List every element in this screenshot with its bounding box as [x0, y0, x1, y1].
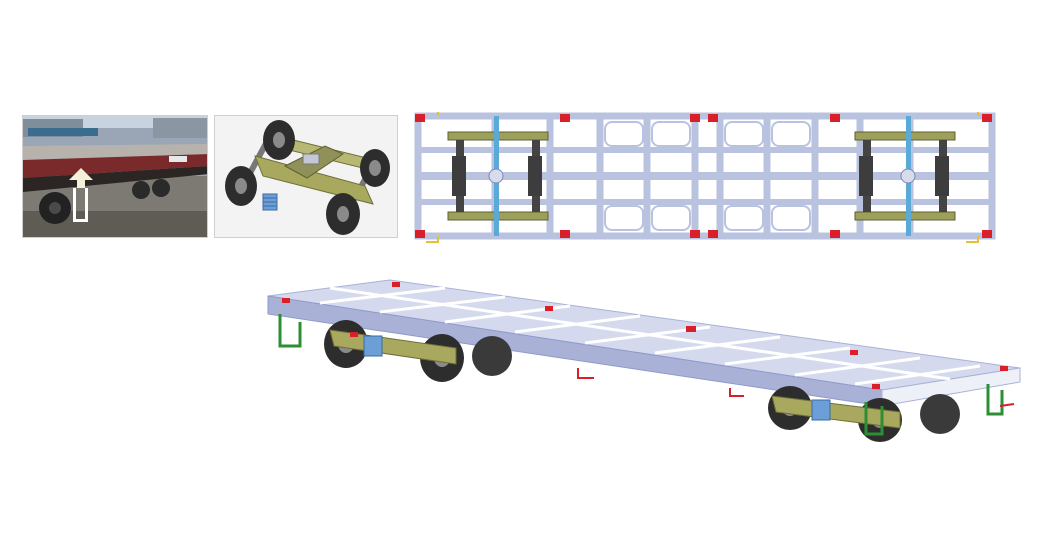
handle-icon	[986, 384, 1004, 416]
photo-car-deck	[23, 144, 207, 160]
photo-wheel	[132, 181, 150, 199]
side-frame	[854, 211, 956, 221]
photo-building	[153, 118, 207, 138]
center-plate	[900, 168, 916, 184]
wheel-hub	[369, 160, 381, 176]
center-plate	[488, 168, 504, 184]
handle-icon	[864, 402, 884, 436]
bogie-model-panel	[214, 115, 398, 238]
center-plate	[302, 153, 320, 165]
wheel-hub	[273, 132, 285, 148]
photo-car-side	[23, 154, 207, 178]
flatcar-3d-panel	[260, 272, 1030, 462]
photo-handle	[73, 219, 88, 222]
spring-icon	[811, 399, 831, 421]
underframe-plan	[414, 112, 996, 243]
deck-red-markers	[282, 282, 1008, 389]
side-frame	[854, 131, 956, 141]
railcar-photo-panel	[22, 115, 208, 238]
wheelset	[859, 156, 873, 196]
flatcar-3d-model	[267, 279, 1021, 442]
wheel	[920, 394, 960, 434]
photo-arrow-icon	[69, 168, 93, 188]
deck-longitudinal	[329, 286, 951, 381]
spring-icon	[363, 335, 383, 357]
wheel-hub	[337, 206, 349, 222]
green-handles	[278, 314, 1004, 436]
photo-handle	[73, 188, 76, 222]
photo-handle	[85, 188, 88, 222]
bogie-plan-left	[447, 116, 549, 236]
wheel	[472, 336, 512, 376]
photo-car-marking	[169, 156, 187, 162]
photo-wheel	[152, 179, 170, 197]
bogie-model	[225, 120, 390, 235]
bogie-front	[324, 320, 512, 382]
bogie-plan-right	[854, 116, 956, 236]
railcar-photo	[23, 116, 207, 237]
underframe-plan-panel	[410, 112, 1000, 244]
red-markers	[415, 114, 992, 238]
wheel-hub	[235, 178, 247, 194]
handle-icon	[278, 314, 302, 348]
panel-openings	[604, 121, 811, 231]
wheelset	[528, 156, 542, 196]
photo-train-background	[28, 128, 98, 136]
wheelset	[935, 156, 949, 196]
side-frame	[771, 395, 901, 429]
corner-brackets	[426, 112, 979, 243]
bogie-rear	[768, 386, 960, 442]
side-frame	[329, 329, 457, 365]
photo-wheel-hub	[49, 202, 61, 214]
red-brackets	[577, 368, 1015, 407]
photo-underframe	[23, 166, 207, 192]
wheelset	[452, 156, 466, 196]
side-frame	[254, 155, 374, 205]
